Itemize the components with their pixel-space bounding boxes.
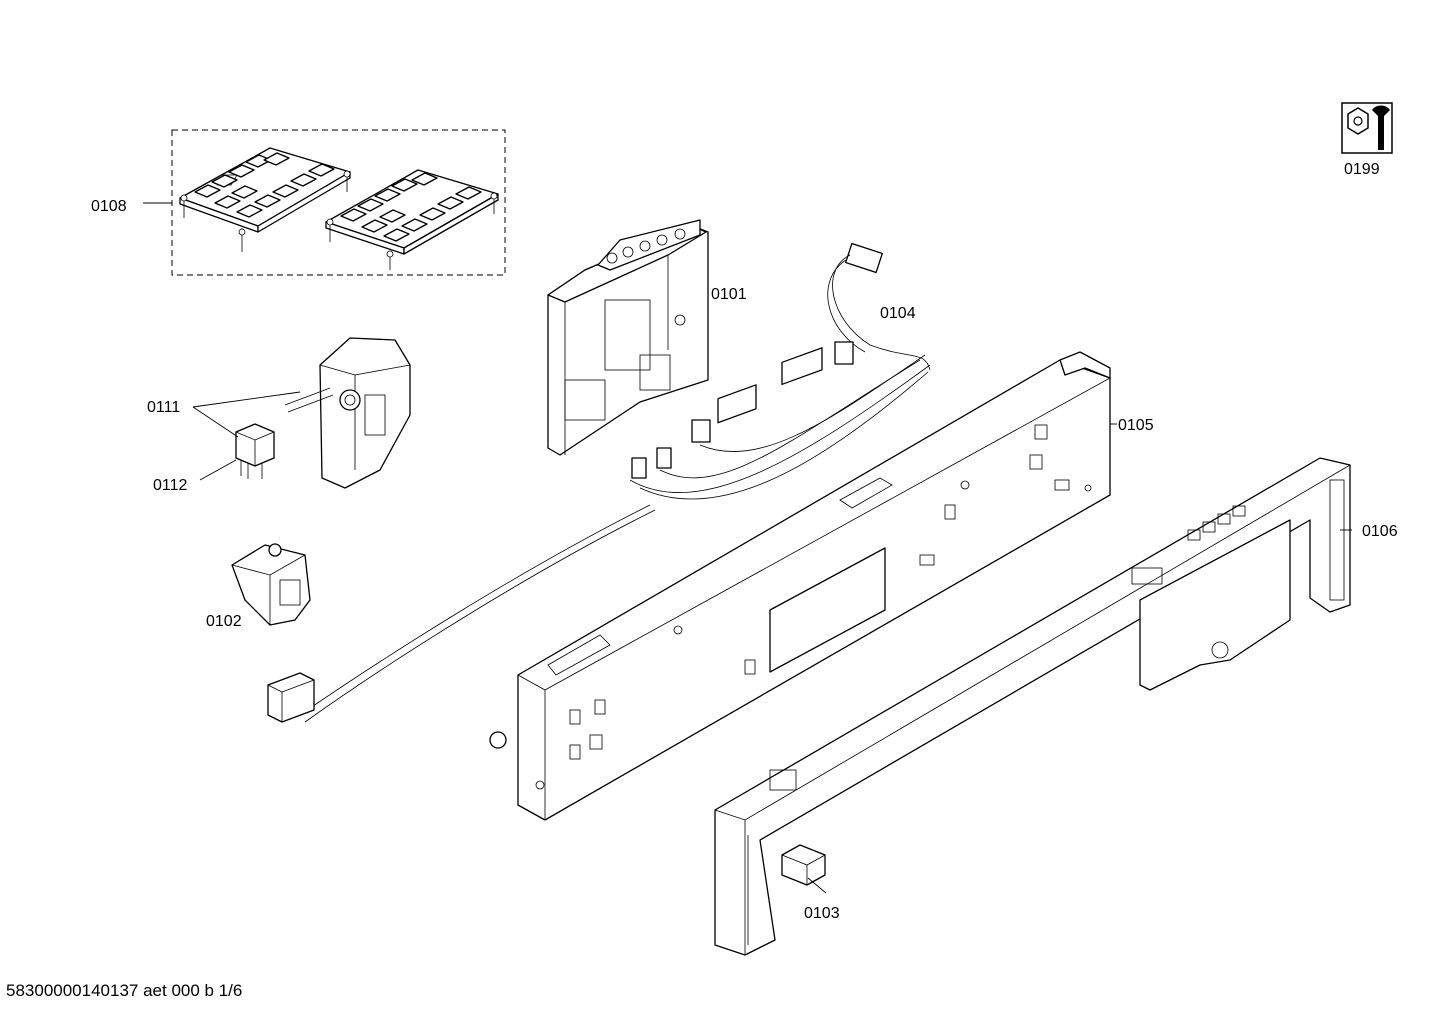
label-0102: 0102 bbox=[206, 613, 242, 630]
part-0103-block[interactable] bbox=[781, 844, 826, 886]
part-0102-switch[interactable] bbox=[231, 543, 311, 626]
part-0101-control-module[interactable] bbox=[547, 219, 709, 456]
drawing-reference: 58300000140137 aet 000 b 1/6 bbox=[6, 981, 243, 1000]
part-0105-panel-frame[interactable] bbox=[489, 351, 1111, 821]
label-0105: 0105 bbox=[1118, 417, 1154, 434]
label-0111: 0111 bbox=[147, 399, 180, 416]
label-0104: 0104 bbox=[880, 305, 916, 322]
part-0108-button-mats[interactable] bbox=[143, 129, 506, 276]
nut-wrench-icon bbox=[1341, 102, 1393, 154]
label-0199: 0199 bbox=[1344, 161, 1380, 178]
label-0101: 0101 bbox=[711, 286, 747, 303]
leader-lines bbox=[192, 391, 1352, 894]
label-0112: 0112 bbox=[153, 477, 188, 494]
part-0111-door-switch[interactable] bbox=[284, 337, 411, 489]
part-0112-relay[interactable] bbox=[235, 423, 275, 479]
label-0108: 0108 bbox=[91, 198, 127, 215]
part-0106-fascia-trim[interactable] bbox=[714, 457, 1351, 956]
label-0106: 0106 bbox=[1362, 523, 1398, 540]
part-0104-wiring-harness[interactable] bbox=[267, 242, 931, 723]
label-0103: 0103 bbox=[804, 905, 840, 922]
